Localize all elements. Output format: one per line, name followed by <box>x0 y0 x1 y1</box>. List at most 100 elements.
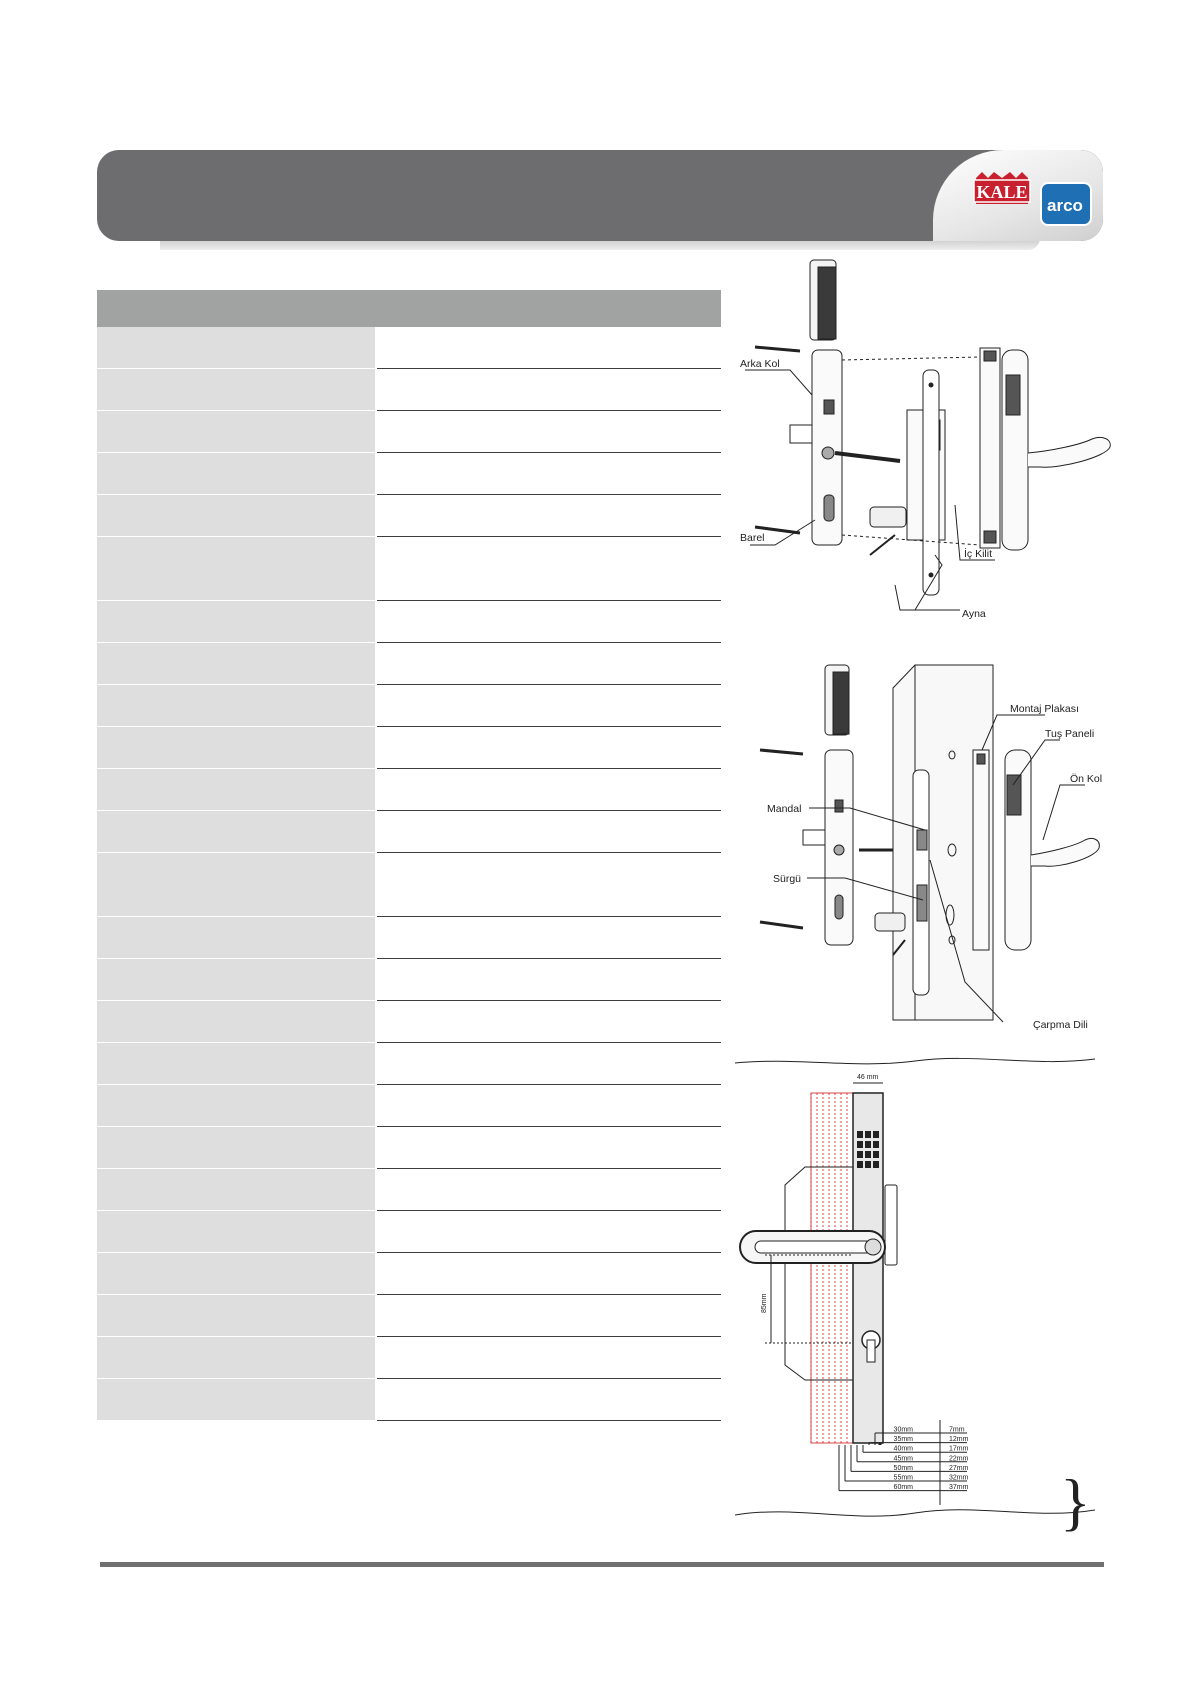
table-row <box>97 917 721 959</box>
row-label <box>97 685 375 727</box>
row-value <box>377 1379 721 1421</box>
offset-value: 27mm <box>949 1465 969 1472</box>
row-value <box>377 769 721 811</box>
row-label <box>97 643 375 685</box>
offset-value: 32mm <box>949 1475 969 1482</box>
row-value <box>377 685 721 727</box>
row-label <box>97 1085 375 1127</box>
backset-value: 55mm <box>894 1475 914 1482</box>
table-row <box>97 537 721 601</box>
row-label <box>97 1295 375 1337</box>
row-label <box>97 1253 375 1295</box>
row-value <box>377 327 721 369</box>
brace-glyph: } <box>1060 1466 1091 1537</box>
table-row <box>97 685 721 727</box>
row-value <box>377 1337 721 1379</box>
row-value <box>377 1295 721 1337</box>
backset-table: 30mm 7mm 35mm 12mm 40mm 17mm 45mm 22mm 50mm 27mm 5… <box>838 1420 969 1505</box>
assembly-diagram: Montaj Plakası Tuş Paneli Ön Kol Mandal … <box>759 664 1102 1031</box>
row-label <box>97 601 375 643</box>
table-row <box>97 495 721 537</box>
row-value <box>377 369 721 411</box>
table-row <box>97 369 721 411</box>
table-row <box>97 1043 721 1085</box>
table-row <box>97 959 721 1001</box>
table-row <box>97 453 721 495</box>
row-label <box>97 769 375 811</box>
backset-value: 60mm <box>894 1484 914 1491</box>
exploded-view-diagram: Arka Kol Barel İç Kilit Ayna <box>740 259 1111 620</box>
row-label <box>97 1169 375 1211</box>
backset-value: 30mm <box>894 1427 914 1434</box>
label-tus-paneli: Tuş Paneli <box>1045 728 1094 740</box>
table-row <box>97 643 721 685</box>
label-montaj-plakasi: Montaj Plakası <box>1010 703 1079 715</box>
spec-table-header <box>97 290 721 327</box>
kale-logo: KALE <box>973 172 1031 204</box>
row-value <box>377 537 721 601</box>
label-ic-kilit: İç Kilit <box>964 547 992 560</box>
row-value <box>377 1211 721 1253</box>
row-value <box>377 959 721 1001</box>
table-row <box>97 1253 721 1295</box>
label-arka-kol: Arka Kol <box>740 358 780 370</box>
row-label <box>97 917 375 959</box>
row-value <box>377 853 721 917</box>
table-row <box>97 1211 721 1253</box>
label-ayna: Ayna <box>962 608 986 620</box>
dimension-width-label: 46 mm <box>857 1074 879 1081</box>
label-barel: Barel <box>740 532 765 544</box>
row-label <box>97 453 375 495</box>
row-value <box>377 1043 721 1085</box>
offset-value: 22mm <box>949 1455 969 1462</box>
row-label <box>97 1127 375 1169</box>
offset-value: 7mm <box>949 1427 965 1434</box>
label-carpma-dili: Çarpma Dili <box>1033 1019 1088 1031</box>
row-label <box>97 811 375 853</box>
header-banner <box>97 150 1103 241</box>
arco-logo-text: arco <box>1047 196 1083 215</box>
row-value <box>377 1169 721 1211</box>
row-value <box>377 601 721 643</box>
row-value <box>377 1253 721 1295</box>
table-row <box>97 327 721 369</box>
row-value <box>377 727 721 769</box>
offset-value: 37mm <box>949 1484 969 1491</box>
row-value <box>377 643 721 685</box>
banner-shadow <box>160 238 1040 250</box>
backset-value: 35mm <box>894 1436 914 1443</box>
row-label <box>97 1211 375 1253</box>
row-value <box>377 1085 721 1127</box>
table-row <box>97 1337 721 1379</box>
row-label <box>97 727 375 769</box>
table-row <box>97 811 721 853</box>
kale-logo-text: KALE <box>976 182 1027 202</box>
row-label <box>97 1043 375 1085</box>
backset-value: 50mm <box>894 1465 914 1472</box>
table-row <box>97 853 721 917</box>
table-row <box>97 601 721 643</box>
row-value <box>377 411 721 453</box>
table-row <box>97 1127 721 1169</box>
row-label <box>97 1337 375 1379</box>
footer-rule <box>100 1562 1104 1567</box>
table-row <box>97 1085 721 1127</box>
table-row <box>97 727 721 769</box>
row-value <box>377 811 721 853</box>
row-label <box>97 411 375 453</box>
arco-logo: arco <box>1040 182 1092 226</box>
label-mandal: Mandal <box>767 803 801 815</box>
backset-value: 40mm <box>894 1446 914 1453</box>
row-label <box>97 495 375 537</box>
row-value <box>377 1001 721 1043</box>
table-row <box>97 411 721 453</box>
offset-value: 17mm <box>949 1446 969 1453</box>
label-on-kol: Ön Kol <box>1070 773 1102 785</box>
offset-value: 12mm <box>949 1436 969 1443</box>
backset-value: 45mm <box>894 1455 914 1462</box>
row-label <box>97 537 375 601</box>
spec-table <box>97 290 721 1421</box>
row-label <box>97 853 375 917</box>
row-value <box>377 453 721 495</box>
